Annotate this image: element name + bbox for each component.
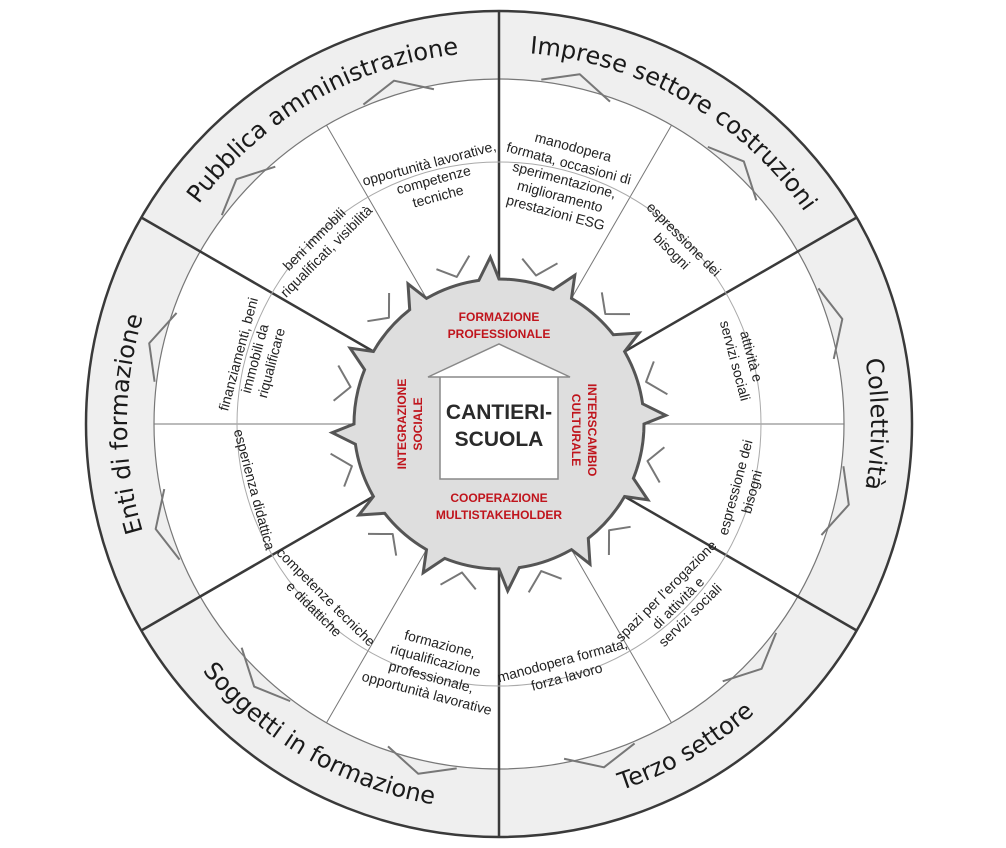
outer-flow-arrow	[362, 79, 435, 106]
theme-left-line-2: SOCIALE	[411, 397, 425, 450]
center-title-line-2: SCUOLA	[455, 428, 544, 451]
outer-flow-arrow	[154, 488, 181, 561]
sector-divider	[623, 216, 858, 353]
center-title-line-1: CANTIERI-	[446, 401, 552, 424]
theme-top-line-1: FORMAZIONE	[459, 310, 540, 324]
sector-label-text: Collettività	[859, 356, 893, 492]
item-divider	[326, 124, 427, 299]
item-divider	[571, 549, 672, 724]
outer-flow-arrow	[387, 745, 457, 775]
outer-flow-arrow	[820, 466, 850, 536]
sector-label-1: Collettività	[859, 356, 893, 492]
inner-flow-arrow	[436, 255, 471, 278]
inner-flow-arrow	[330, 452, 353, 487]
sector-divider	[623, 495, 858, 632]
theme-right-line-2: CULTURALE	[569, 394, 583, 466]
inner-ring-layer	[236, 161, 762, 687]
outer-flow-arrow	[240, 647, 291, 703]
outer-flow-arrow	[817, 287, 844, 360]
sector-divider	[140, 216, 375, 353]
outer-flow-arrow	[563, 742, 636, 769]
item-divider	[571, 124, 672, 299]
outer-flow-arrow	[707, 145, 758, 201]
outer-flow-arrow	[722, 632, 778, 683]
inner-flow-arrow	[367, 293, 391, 323]
inner-flow-arrow	[607, 525, 631, 555]
inner-flow-arrow	[646, 446, 666, 483]
inner-flow-arrow	[332, 365, 352, 402]
inner-flow-arrow	[527, 570, 562, 593]
inner-flow-arrow	[645, 361, 668, 396]
inner-flow-arrow	[600, 292, 630, 316]
flow-arrow-layer	[148, 73, 850, 775]
inner-flow-arrow	[521, 257, 558, 277]
house-icon	[427, 343, 571, 480]
item-divider	[326, 549, 427, 724]
theme-top-line-2: PROFESSIONALE	[448, 327, 551, 341]
hub-layer: CANTIERI- SCUOLA FORMAZIONE PROFESSIONAL…	[328, 253, 670, 595]
theme-right: INTERSCAMBIO CULTURALE	[569, 384, 599, 477]
inner-flow-arrow	[440, 571, 477, 591]
theme-bottom-line-1: COOPERAZIONE	[450, 491, 547, 505]
inner-guide-circle	[236, 161, 762, 687]
theme-bottom-line-2: MULTISTAKEHOLDER	[436, 508, 563, 522]
theme-left-line-1: INTEGRAZIONE	[395, 379, 409, 470]
sector-divider	[140, 495, 375, 632]
theme-right-line-1: INTERSCAMBIO	[585, 384, 599, 477]
outer-flow-arrow	[220, 165, 276, 216]
outer-flow-arrow	[541, 73, 611, 103]
theme-left: INTEGRAZIONE SOCIALE	[395, 379, 425, 470]
inner-flow-arrow	[368, 532, 398, 556]
outer-flow-arrow	[148, 312, 178, 382]
